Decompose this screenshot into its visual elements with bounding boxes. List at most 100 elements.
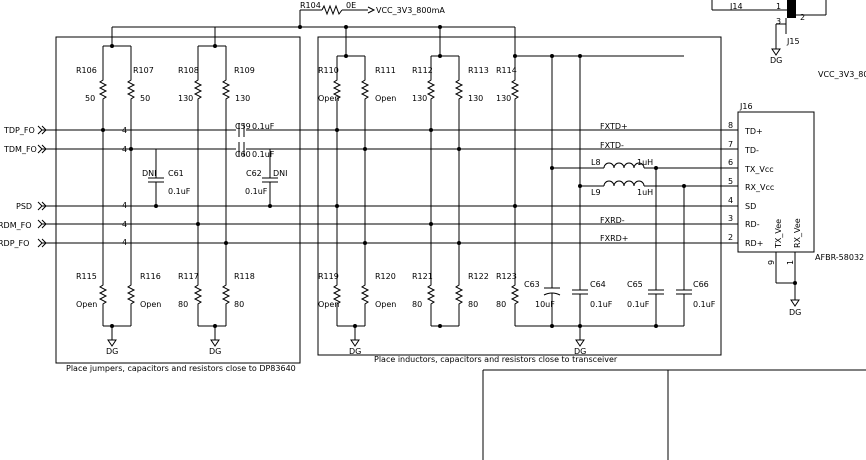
pullup-ref: R109 (234, 66, 255, 75)
pullup-value: 50 (85, 94, 95, 103)
c62-ref: C62 (246, 169, 262, 178)
port-pin: 4 (122, 201, 127, 210)
j16-pin-name: SD (745, 202, 756, 211)
port-label: RDP_FO (0, 239, 29, 248)
c65-value: 0.1uF (627, 300, 650, 309)
decoupling-capacitors: C63 10uF C64 0.1uF C65 0.1uF C66 0.1uF (524, 168, 716, 326)
c62-value: 0.1uF (245, 187, 268, 196)
c61-dni: DNI (142, 169, 157, 178)
r104: R104 0E VCC_3V3_800mA (299, 1, 445, 27)
l9-value: 1uH (637, 188, 653, 197)
j16-ref: J16 (739, 102, 753, 111)
pullup-ref: R114 (496, 66, 517, 75)
pulldown-value: Open (140, 300, 161, 309)
port-label: PSD (16, 202, 32, 211)
pulldown-resistors: R115 Open R116 Open R117 80 R118 80 R119… (76, 130, 520, 326)
pulldown-ref: R123 (496, 272, 517, 281)
pulldown-value: Open (375, 300, 396, 309)
supply-bus (103, 25, 684, 58)
l8-value: 1uH (637, 158, 653, 167)
c66-ref: C66 (693, 280, 709, 289)
net-label: FXTD+ (600, 122, 628, 131)
l8-ref: L8 (591, 158, 601, 167)
j16-pin-name: RD- (745, 220, 760, 229)
pulldown-value: Open (76, 300, 97, 309)
j16-pin-number: 8 (728, 121, 733, 130)
j15-ref: J15 (786, 37, 800, 46)
port-pin: 4 (122, 126, 127, 135)
c63-value: 10uF (535, 300, 555, 309)
j16-pin-number: 7 (728, 140, 733, 149)
net-label: FXRD- (600, 216, 625, 225)
pulldown-value: Open (318, 300, 339, 309)
pullup-value: Open (318, 94, 339, 103)
pullup-ref: R112 (412, 66, 433, 75)
c61-value: 0.1uF (168, 187, 191, 196)
pulldown-ref: R120 (375, 272, 396, 281)
port-pin: 4 (122, 145, 127, 154)
pullup-ref: R110 (318, 66, 339, 75)
j16-part: AFBR-58032 (815, 253, 864, 262)
pullup-ref: R107 (133, 66, 154, 75)
pullup-resistors: R106 50 R107 50 R108 130 R109 130 R110 O… (76, 46, 520, 243)
c61-ref: C61 (168, 169, 184, 178)
pulldown-ref: R122 (468, 272, 489, 281)
ground-label: DG (106, 347, 118, 356)
c60-value: 0.1uF (252, 150, 275, 159)
c66-value: 0.1uF (693, 300, 716, 309)
left-block-note: Place jumpers, capacitors and resistors … (66, 364, 296, 373)
pulldown-ref: R121 (412, 272, 433, 281)
pullup-value: 130 (496, 94, 511, 103)
pullup-ref: R111 (375, 66, 396, 75)
c63-ref: C63 (524, 280, 540, 289)
port-label: TDM_FO (3, 145, 37, 154)
port-connectors: TDP_FO TDM_FO PSD RDM_FO RDP_FO 4 4 4 4 … (0, 125, 127, 248)
pulldown-value: 80 (468, 300, 478, 309)
r104-ref: R104 (300, 1, 321, 10)
pulldown-ref: R115 (76, 272, 97, 281)
ground-label: DG (574, 347, 586, 356)
port-label: TDP_FO (3, 126, 35, 135)
j16-pin-name: TD- (744, 146, 759, 155)
pulldown-value: 80 (412, 300, 422, 309)
c59-ref: C59 (235, 122, 251, 131)
pullup-ref: R106 (76, 66, 97, 75)
pulldown-ref: R119 (318, 272, 339, 281)
j16-pin-number: 4 (728, 196, 733, 205)
pulldown-value: 80 (178, 300, 188, 309)
vcc-net-label: VCC_3V3_800mA (376, 6, 445, 15)
vcc-net-label-right: VCC_3V3_800mA (818, 70, 866, 79)
j16-pin-name: RX_Vee (793, 218, 802, 248)
r104-value: 0E (346, 1, 356, 10)
pullup-ref: R113 (468, 66, 489, 75)
pullup-value: 130 (468, 94, 483, 103)
j14-j15-jumper: J14 1 2 3 J15 DG VCC_3V3_800mA (711, 0, 866, 79)
left-block-outline (55, 36, 301, 364)
right-block-outline (317, 36, 722, 356)
pulldown-ref: R118 (234, 272, 255, 281)
j16-pin-number: 5 (728, 177, 733, 186)
pulldown-value: 80 (234, 300, 244, 309)
right-block-note: Place inductors, capacitors and resistor… (374, 355, 618, 364)
port-pin: 4 (122, 220, 127, 229)
j16-pin-name: TX_Vee (774, 219, 783, 249)
ground-label: DG (770, 56, 782, 65)
j14-pin: 1 (776, 2, 781, 11)
j16-pin-name: RX_Vcc (745, 183, 774, 192)
c59-value: 0.1uF (252, 122, 275, 131)
ground-label: DG (209, 347, 221, 356)
pullup-value: 130 (178, 94, 193, 103)
port-label: RDM_FO (0, 221, 32, 230)
j16-pin-number: 9 (767, 260, 776, 265)
c62-dni: DNI (273, 169, 288, 178)
inductors: L8 1uH L9 1uH (550, 56, 738, 197)
j16-pin-name: RD+ (745, 239, 763, 248)
pullup-value: 130 (412, 94, 427, 103)
ground-label: DG (789, 308, 801, 317)
ground-label: DG (349, 347, 361, 356)
l9-ref: L9 (591, 188, 601, 197)
c64-value: 0.1uF (590, 300, 613, 309)
c65-ref: C65 (627, 280, 643, 289)
pullup-value: 130 (235, 94, 250, 103)
pulldown-ref: R116 (140, 272, 161, 281)
